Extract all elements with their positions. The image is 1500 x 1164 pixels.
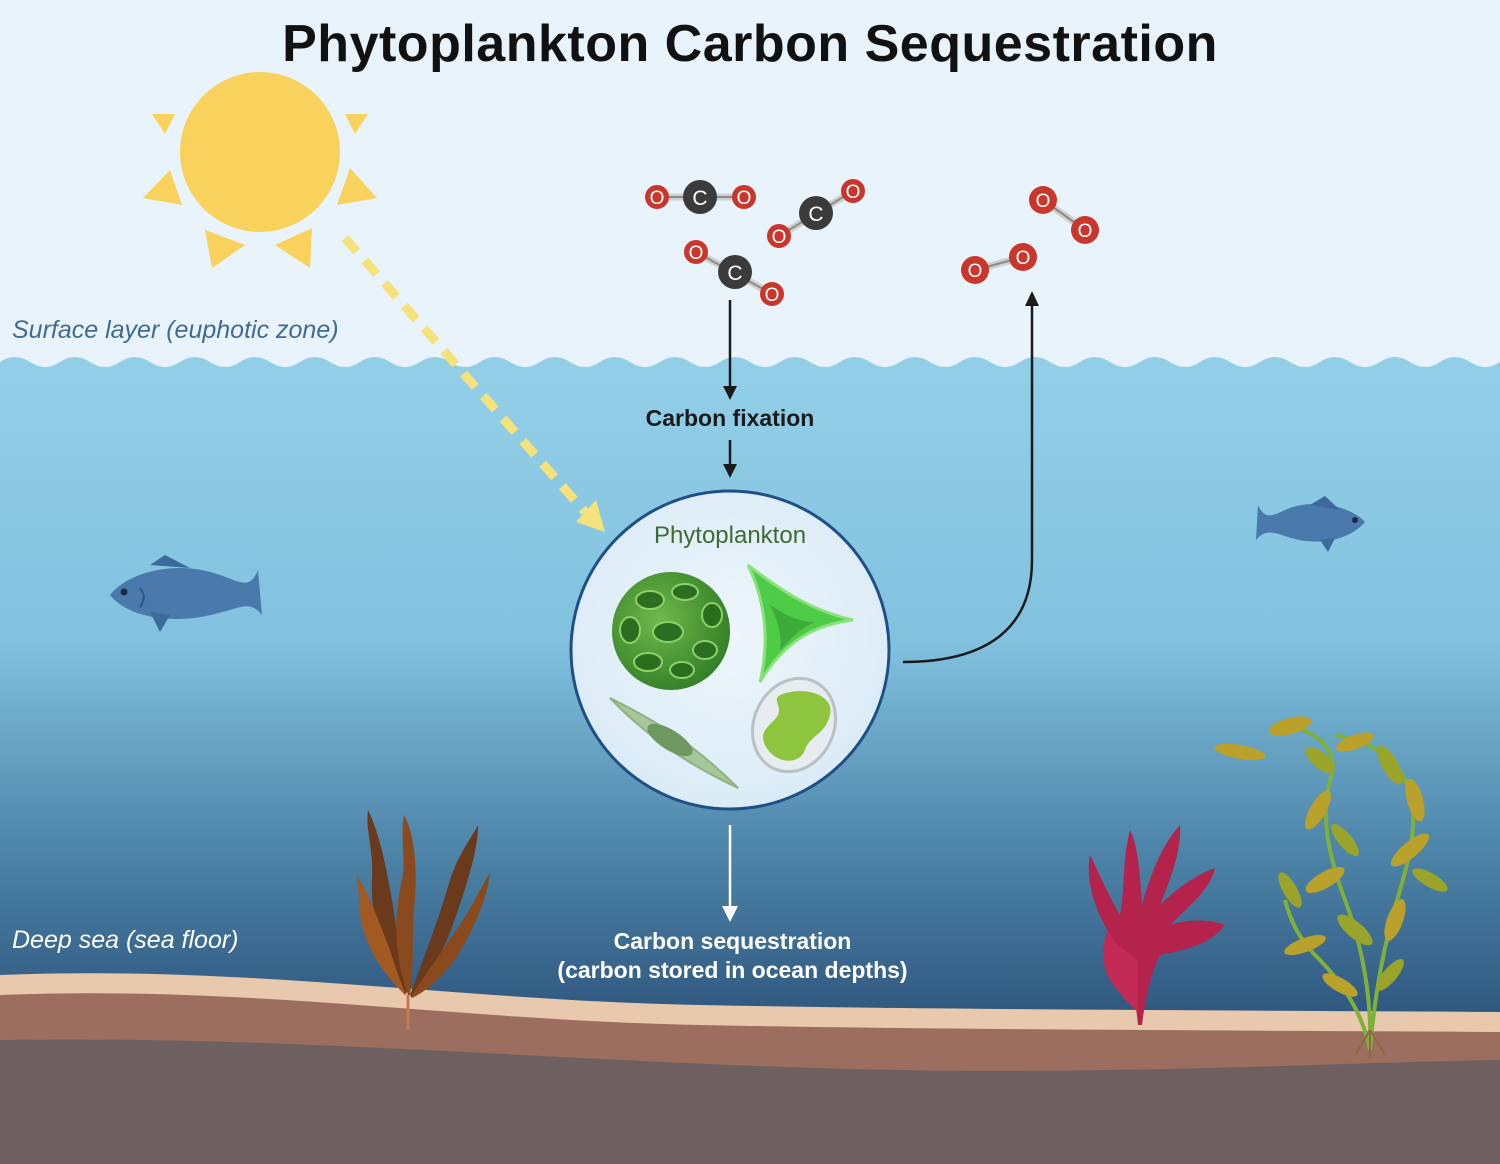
fish-icon (1256, 496, 1365, 552)
atom-label: C (727, 262, 742, 285)
atom-label: C (808, 203, 823, 226)
atom-label: O (846, 182, 861, 203)
atom-label: C (692, 187, 707, 210)
sun-icon (143, 72, 377, 268)
o2-molecule-2 (961, 243, 1037, 284)
triangular-diatom-icon (746, 563, 854, 683)
diagram-title: Phytoplankton Carbon Sequestration (282, 15, 1218, 73)
sequestration-line-2: (carbon stored in ocean depths) (557, 957, 908, 983)
carbon-sequestration-label: Carbon sequestration (carbon stored in o… (480, 927, 985, 985)
o2-molecule-1 (1029, 186, 1099, 244)
atom-label: O (689, 243, 704, 264)
phytoplankton-label: Phytoplankton (653, 522, 807, 549)
sequestration-arrow (722, 825, 738, 922)
atom-label: O (765, 285, 780, 306)
carbon-fixation-label: Carbon fixation (645, 405, 815, 431)
atom-label: O (1016, 248, 1031, 269)
sequestration-line-1: Carbon sequestration (613, 928, 852, 954)
atom-label: O (737, 188, 752, 209)
seafloor-bedrock (0, 1039, 1500, 1164)
coccolithophore-icon (612, 572, 730, 690)
co2-molecule-2 (767, 179, 865, 248)
fish-icon (110, 555, 262, 632)
surface-zone-label: Surface layer (euphotic zone) (12, 316, 339, 344)
atom-label: O (772, 227, 787, 248)
green-algae-cell-icon (750, 676, 838, 774)
atom-label: O (1036, 191, 1051, 212)
co2-molecule-1 (645, 180, 756, 214)
brown-kelp-icon (356, 810, 490, 1030)
atom-label: O (1078, 221, 1093, 242)
fixation-to-phytoplankton-arrow (723, 440, 737, 478)
co2-molecule-3 (684, 240, 784, 306)
oxygen-release-arrow (902, 291, 1039, 664)
deep-sea-label: Deep sea (sea floor) (12, 926, 239, 954)
green-kelp-icon (1214, 716, 1448, 1058)
atom-label: O (650, 188, 665, 209)
sunlight-ray (341, 235, 605, 532)
red-seaweed-icon (1088, 825, 1225, 1025)
co2-to-fixation-arrow (723, 300, 737, 400)
atom-label: O (968, 261, 983, 282)
pennate-diatom-icon (609, 697, 739, 789)
